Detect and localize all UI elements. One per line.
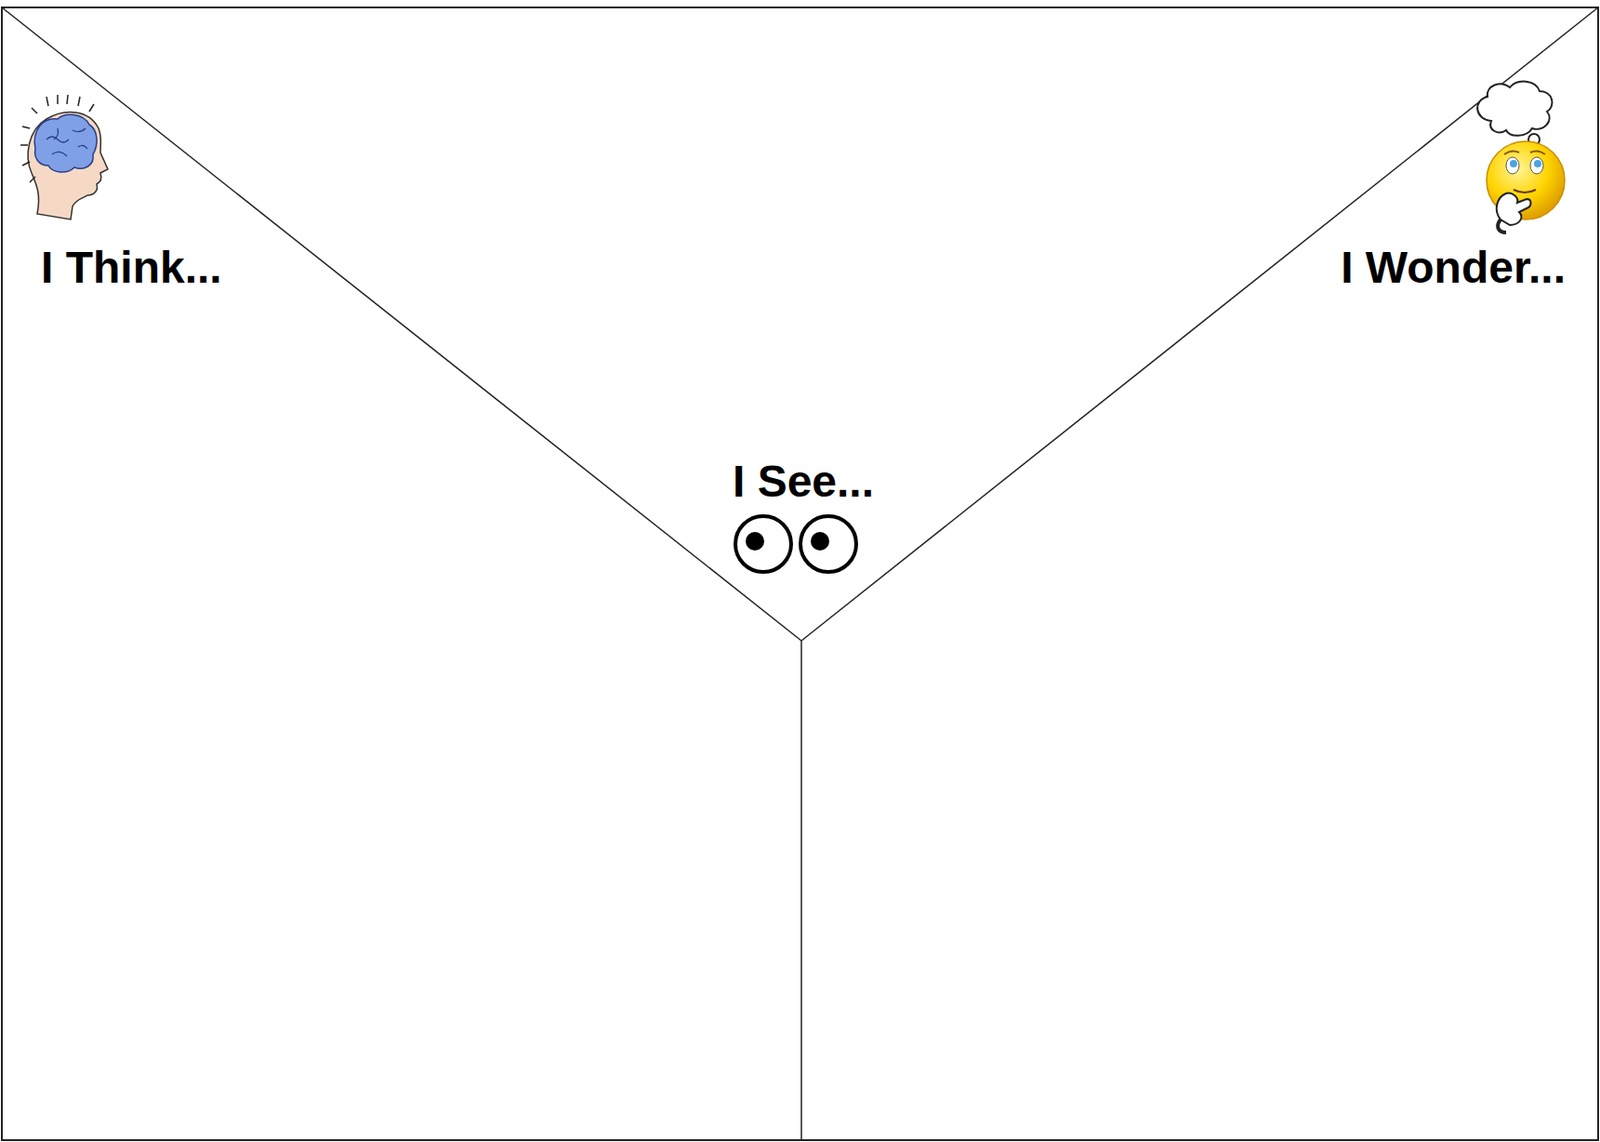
divider-line [800,640,803,1140]
divider-line [801,7,1599,641]
eyes-icon [735,515,857,572]
wondering-smiley-icon [1477,81,1565,233]
divider-line [1,7,802,641]
page-border [1,7,1599,1140]
brain-head-icon [20,94,108,220]
section-heading: I Think... [40,245,223,291]
section-heading: I See... [732,459,874,504]
section-heading: I Wonder... [1340,245,1566,291]
